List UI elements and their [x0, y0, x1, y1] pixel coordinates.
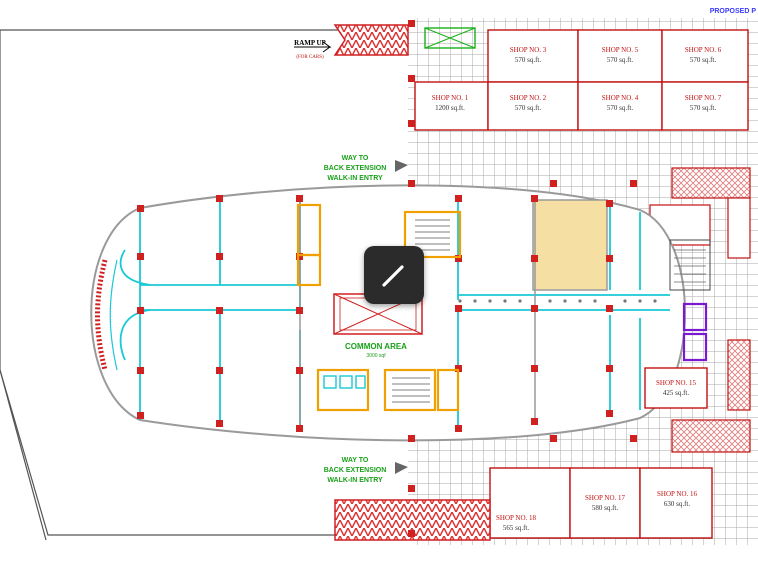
- right-stair: [669, 239, 711, 291]
- shop-15-name: SHOP NO. 15: [656, 379, 696, 387]
- shop-16-name: SHOP NO. 16: [657, 490, 697, 498]
- common-area-label: COMMON AREA: [345, 342, 407, 351]
- shop-6-area: 570 sq.ft.: [690, 56, 717, 64]
- shop-6-name: SHOP NO. 6: [685, 46, 722, 54]
- svg-text:WAY TO: WAY TO: [342, 457, 369, 464]
- main-building: [90, 184, 686, 442]
- way-bottom-label: WAY TO BACK EXTENSION WALK-IN ENTRY: [324, 457, 387, 484]
- svg-text:WALK-IN ENTRY: WALK-IN ENTRY: [327, 477, 383, 484]
- shop-5-area: 570 sq.ft.: [607, 56, 634, 64]
- shop-1-name: SHOP NO. 1: [432, 94, 469, 102]
- shop-5-name: SHOP NO. 5: [602, 46, 639, 54]
- highlight-unit: [532, 199, 608, 291]
- shop-17-area: 580 sq.ft.: [592, 504, 619, 512]
- shop-15-area: 425 sq.ft.: [663, 389, 690, 397]
- svg-text:WAY TO: WAY TO: [342, 155, 369, 162]
- core-fixtures: [323, 375, 366, 389]
- corridor-lights: [458, 299, 657, 303]
- way-top-label: WAY TO BACK EXTENSION WALK-IN ENTRY: [324, 155, 387, 182]
- bottom-shop-labels: SHOP NO. 17 580 sq.ft. SHOP NO. 16 630 s…: [496, 490, 697, 532]
- service-cores: [296, 203, 462, 412]
- core-stairs: [392, 219, 450, 403]
- columns: [137, 20, 637, 537]
- shop-18-area: 565 sq.ft.: [503, 524, 530, 532]
- top-shop-block: [414, 29, 749, 131]
- shop-16-area: 630 sq.ft.: [664, 500, 691, 508]
- bottom-shop-block: [489, 467, 713, 539]
- svg-text:BACK EXTENSION: BACK EXTENSION: [324, 467, 387, 474]
- way-bottom-arrow: [395, 462, 408, 474]
- bottom-ramp: [334, 499, 491, 541]
- proposed-label: PROPOSED P: [710, 8, 757, 15]
- shop-2-name: SHOP NO. 2: [510, 94, 547, 102]
- shop-1-area: 1200 sq.ft.: [435, 104, 465, 112]
- shop-7-area: 570 sq.ft.: [690, 104, 717, 112]
- shop-4-area: 570 sq.ft.: [607, 104, 634, 112]
- shop-3-name: SHOP NO. 3: [510, 46, 547, 54]
- svg-text:WALK-IN ENTRY: WALK-IN ENTRY: [327, 175, 383, 182]
- shop-7-name: SHOP NO. 7: [685, 94, 722, 102]
- edit-button[interactable]: [364, 246, 424, 304]
- common-area-size: 3000 sqf: [366, 353, 386, 359]
- right-side-shop-hatches: [672, 168, 750, 452]
- top-ramp: [294, 24, 476, 56]
- ramp-sublabel: (FOR CARS): [296, 55, 324, 60]
- lift-boxes: [682, 302, 708, 362]
- pencil-icon: [382, 265, 404, 287]
- top-shop-labels: SHOP NO. 3 570 sq.ft. SHOP NO. 5 570 sq.…: [432, 46, 722, 112]
- shop-2-area: 570 sq.ft.: [515, 104, 542, 112]
- shop-17-name: SHOP NO. 17: [585, 494, 625, 502]
- shop-3-area: 570 sq.ft.: [515, 56, 542, 64]
- way-top-arrow: [395, 160, 408, 172]
- shop-18-name: SHOP NO. 18: [496, 514, 536, 522]
- svg-text:BACK EXTENSION: BACK EXTENSION: [324, 165, 387, 172]
- shop-4-name: SHOP NO. 4: [602, 94, 639, 102]
- ramp-label: RAMP UP: [294, 39, 326, 47]
- shop-15-box: [644, 367, 708, 409]
